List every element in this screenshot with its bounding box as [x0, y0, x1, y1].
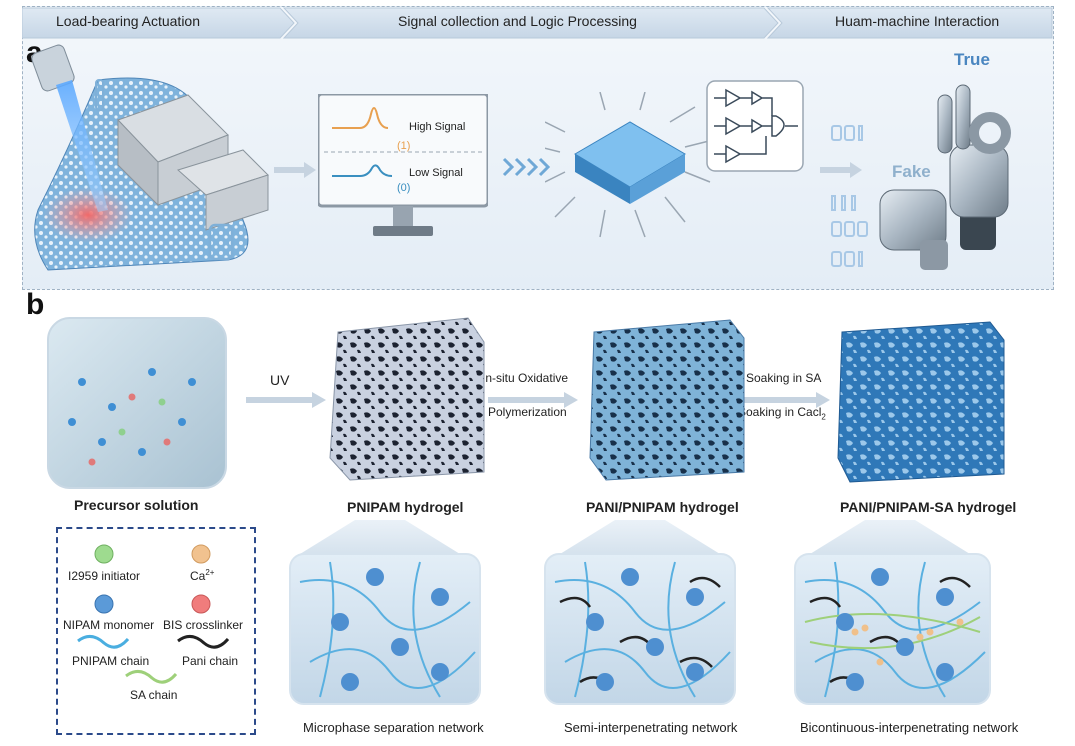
- network-caption-microphase: Microphase separation network: [303, 720, 484, 735]
- bicontinuous-network-box: [794, 553, 991, 705]
- load-actuation-illustration: [31, 44, 269, 271]
- process-banner: [22, 7, 1053, 39]
- banner-step-2: Signal collection and Logic Processing: [398, 13, 637, 29]
- stage-caption-pani-pnipam-sa: PANI/PNIPAM-SA hydrogel: [840, 499, 1017, 515]
- fake-label: Fake: [892, 162, 931, 181]
- legend-initiator: I2959 initiator: [68, 569, 141, 583]
- arrow-polymerization-icon: [488, 392, 578, 408]
- initiator-symbol: [94, 544, 114, 564]
- soaking-sa-label: Soaking in SA: [746, 371, 822, 385]
- polymerization-step-line-2: Polymerization: [488, 405, 567, 419]
- ca-ion-symbol: [191, 544, 211, 564]
- uv-step-label: UV: [270, 372, 290, 388]
- arrow-uv-icon: [246, 392, 326, 408]
- sa-chain-symbol: [125, 670, 178, 684]
- high-signal-curve: [332, 107, 389, 129]
- stage-caption-precursor: Precursor solution: [74, 497, 199, 513]
- network-caption-semi: Semi-interpenetrating network: [564, 720, 738, 735]
- arrow-right-2-icon: [820, 162, 862, 178]
- digit-zero-glyph: [208, 223, 234, 261]
- high-signal-label: High Signal: [409, 121, 466, 133]
- arrow-right-1-icon: [274, 162, 316, 178]
- pani-pnipam-sa-hydrogel-cube: [837, 321, 1005, 483]
- panel-b-letter: b: [26, 288, 45, 321]
- polymerization-step-line-1: In-situ Oxidative: [482, 371, 569, 385]
- pani-pnipam-hydrogel-cube: [589, 319, 745, 481]
- low-signal-value: (0): [397, 182, 411, 194]
- ok-hand: [937, 84, 1011, 250]
- digit-one-glyph: [95, 79, 104, 111]
- pnipam-hydrogel-cube: [329, 317, 485, 481]
- precursor-cube: [47, 317, 227, 489]
- legend-ca: Ca2+: [190, 568, 215, 583]
- microphase-network-box: [289, 553, 481, 705]
- monomer-symbol: [94, 594, 114, 614]
- legend-pani-chain: Pani chain: [182, 654, 239, 668]
- soaking-cacl2-label: Soaking in Cacl2: [738, 405, 826, 422]
- semi-interpenetrating-network-box: [544, 553, 736, 705]
- banner-step-2-shape: [282, 7, 779, 39]
- network-zoom-panels: [289, 520, 991, 705]
- legend-pnipam-chain: PNIPAM chain: [72, 654, 150, 668]
- crosslinker-symbol: [191, 594, 211, 614]
- pani-chain-symbol: [177, 635, 230, 649]
- network-caption-bicontinuous: Bicontinuous-interpenetrating network: [800, 720, 1019, 735]
- pnipam-chain-symbol: [77, 635, 130, 649]
- logic-chip: [545, 92, 714, 238]
- banner-step-3-shape: [766, 7, 1053, 39]
- stage-caption-pnipam: PNIPAM hydrogel: [347, 499, 464, 515]
- logic-gate-inset: [706, 80, 804, 172]
- chevron-arrows-icon: [502, 157, 550, 177]
- low-signal-label: Low Signal: [409, 167, 463, 179]
- high-signal-value: (1): [397, 140, 411, 152]
- robot-hands-illustration: [879, 84, 1011, 270]
- arrow-soaking-icon: [740, 392, 830, 408]
- heat-spot: [43, 187, 133, 243]
- signal-monitor: [318, 94, 488, 236]
- binary-digit-glyphs: [831, 125, 868, 267]
- legend-symbols: [77, 544, 230, 684]
- legend-monomer: NIPAM monomer: [63, 618, 155, 632]
- legend-box: [56, 527, 256, 735]
- legend-crosslinker: BIS crosslinker: [163, 618, 244, 632]
- laser-beam: [56, 80, 108, 212]
- legend-sa-chain: SA chain: [130, 688, 178, 702]
- banner-step-1-shape: [22, 7, 295, 39]
- true-label: True: [954, 50, 990, 69]
- banner-step-3: Huam-machine Interaction: [835, 13, 1000, 29]
- fist-hand: [879, 189, 948, 270]
- low-signal-curve: [332, 164, 393, 177]
- stage-caption-pani-pnipam: PANI/PNIPAM hydrogel: [586, 499, 739, 515]
- banner-step-1: Load-bearing Actuation: [56, 13, 200, 29]
